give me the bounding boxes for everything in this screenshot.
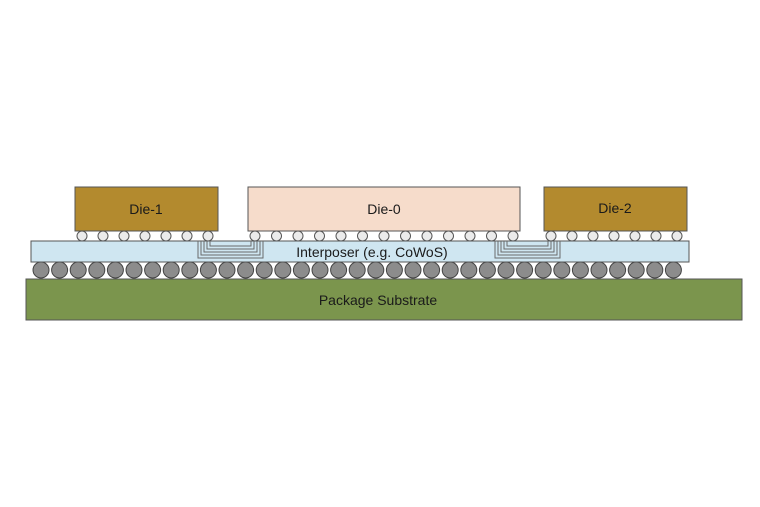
c4-bump [627, 261, 645, 279]
c4-bump [255, 261, 273, 279]
c4-bump [274, 261, 292, 279]
c4-bump [144, 261, 162, 279]
interposer-trace [503, 241, 552, 250]
micro-bump [335, 230, 347, 242]
c4-bump [609, 261, 627, 279]
c4-bump [88, 261, 106, 279]
die-0 [247, 186, 521, 232]
micro-bump [139, 230, 151, 242]
interposer-trace [197, 241, 264, 259]
micro-bump [608, 230, 620, 242]
c4-bump [571, 261, 589, 279]
c4-bump [218, 261, 236, 279]
micro-bump [464, 230, 476, 242]
c4-bump [516, 261, 534, 279]
micro-bump [271, 230, 282, 242]
micro-bump [671, 230, 683, 242]
micro-bump [443, 230, 454, 242]
c4-bump [51, 261, 69, 279]
micro-bump [160, 230, 172, 242]
micro-bump [202, 230, 214, 242]
micro-bump [566, 230, 578, 242]
interposer-trace [494, 241, 561, 259]
micro-bump [378, 230, 390, 242]
micro-bump [587, 230, 599, 242]
c4-bump [423, 261, 441, 279]
package-substrate-label: Package Substrate [319, 292, 438, 308]
die-1-label: Die-1 [129, 201, 163, 217]
c4-bump [367, 261, 385, 279]
micro-bump [181, 230, 193, 242]
micro-bump [507, 230, 519, 242]
c4-bump [125, 261, 143, 279]
micro-bump [76, 230, 88, 242]
c4-bump [311, 261, 329, 279]
micro-bump [629, 230, 641, 242]
c4-bump-row [32, 261, 682, 279]
c4-bump [441, 261, 459, 279]
c4-bump [181, 261, 199, 279]
interposer-wiring [197, 241, 561, 259]
c4-bump [348, 261, 366, 279]
c4-bump [330, 261, 348, 279]
micro-bump [97, 230, 109, 242]
c4-bump [404, 261, 422, 279]
interposer-trace [203, 241, 258, 253]
micro-bump [314, 230, 325, 242]
interposer-trace [200, 241, 261, 256]
micro-bump [650, 230, 662, 242]
micro-bump [545, 230, 557, 242]
interposer-trace [497, 241, 558, 256]
c4-bump [497, 261, 515, 279]
micro-bump-row [76, 230, 683, 242]
c4-bump [646, 261, 664, 279]
micro-bump [292, 230, 304, 242]
c4-bump [385, 261, 403, 279]
micro-bump [249, 230, 261, 242]
micro-bump [400, 230, 411, 242]
micro-bump [118, 230, 130, 242]
c4-bump [664, 261, 682, 279]
die-2 [543, 186, 688, 232]
micro-bump [357, 230, 368, 242]
c4-bump [69, 261, 87, 279]
die-1 [74, 186, 219, 232]
c4-bump [106, 261, 124, 279]
c4-bump [32, 261, 50, 279]
c4-bump [162, 261, 180, 279]
c4-bump [478, 261, 496, 279]
c4-bump [553, 261, 571, 279]
interposer-trace [506, 241, 549, 247]
interposer-trace [209, 241, 252, 247]
interposer-trace [500, 241, 555, 253]
interposer-label: Interposer (e.g. CoWoS) [296, 244, 447, 260]
interposer-trace [206, 241, 255, 250]
die-0-label: Die-0 [367, 201, 401, 217]
micro-bump [421, 230, 433, 242]
c4-bump [460, 261, 478, 279]
die-2-label: Die-2 [598, 200, 632, 216]
micro-bump [486, 230, 497, 242]
c4-bump [199, 261, 217, 279]
c4-bump [292, 261, 310, 279]
c4-bump [534, 261, 552, 279]
c4-bump [237, 261, 255, 279]
package-substrate [25, 278, 743, 321]
c4-bump [590, 261, 608, 279]
